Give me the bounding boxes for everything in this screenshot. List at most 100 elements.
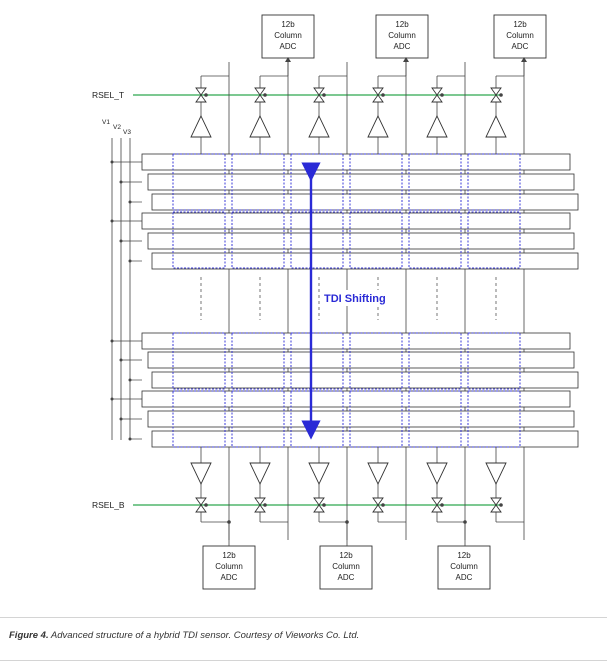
top-source-follower-buffer	[249, 114, 271, 138]
bottom-ccd-row	[141, 390, 571, 408]
bottom-switch-dot	[499, 503, 503, 507]
phase-tap-dot	[128, 259, 132, 263]
bottom-ccd-row	[147, 410, 575, 428]
bottom-adc-junction-dot	[345, 520, 349, 524]
bottom-switch-dot	[263, 503, 267, 507]
bottom-select-switch	[313, 497, 325, 513]
top-ccd-row	[151, 193, 579, 211]
bottom-ccd-row	[151, 430, 579, 448]
top-select-switch	[313, 87, 325, 103]
readout-components-layer	[190, 75, 524, 523]
bottom-source-follower-buffer	[367, 462, 389, 486]
hybrid-tdi-sensor-diagram: RSEL_T RSEL_B V1 V2 V3 TDI Shifting 12bC…	[92, 14, 579, 590]
pixel-block	[231, 211, 285, 269]
top-switch-dot	[204, 93, 208, 97]
pixel-block	[408, 153, 462, 211]
figure-caption: Figure 4. Advanced structure of a hybrid…	[0, 617, 607, 661]
bottom-adc-1-label-line: ADC	[221, 573, 238, 582]
caption-body: Advanced structure of a hybrid TDI senso…	[48, 630, 360, 641]
pixel-block	[408, 211, 462, 269]
phase-tap-dot	[110, 219, 114, 223]
top-ccd-row	[141, 153, 571, 171]
pixel-block	[172, 153, 226, 211]
caption-text: Figure 4. Advanced structure of a hybrid…	[9, 630, 359, 641]
top-adc-3-label-line: 12b	[513, 20, 527, 29]
phase-tap-dot	[128, 378, 132, 382]
bottom-adc-2-label-line: ADC	[338, 573, 355, 582]
pixel-block	[349, 332, 403, 390]
top-adc-1-box	[261, 14, 315, 59]
phase-v2-label: V2	[113, 124, 121, 131]
bottom-adc-2-label-line: 12b	[339, 551, 353, 560]
top-ccd-row	[147, 173, 575, 191]
pixel-block	[467, 332, 521, 390]
bottom-adc-3-label-line: 12b	[457, 551, 471, 560]
top-adc-arrow	[521, 57, 527, 62]
pixel-block	[408, 390, 462, 448]
phase-tap-dot	[110, 160, 114, 164]
caption-label: Figure 4.	[9, 630, 49, 641]
bottom-adc-3-label-line: ADC	[456, 573, 473, 582]
bottom-select-switch	[254, 497, 266, 513]
wires-layer	[110, 62, 525, 540]
pixel-block	[231, 332, 285, 390]
labels-layer: RSEL_T RSEL_B V1 V2 V3 TDI Shifting	[92, 90, 390, 510]
bottom-switch-dot	[381, 503, 385, 507]
phase-tap-dot	[119, 239, 123, 243]
top-switch-dot	[322, 93, 326, 97]
top-select-switch	[431, 87, 443, 103]
top-ccd-row	[147, 232, 575, 250]
top-adc-1-label-line: 12b	[281, 20, 295, 29]
top-adc-3-label-line: Column	[506, 31, 534, 40]
bottom-source-follower-buffer	[308, 462, 330, 486]
pixel-block	[172, 211, 226, 269]
top-source-follower-buffer	[485, 114, 507, 138]
top-switch-dot	[499, 93, 503, 97]
top-select-switch	[490, 87, 502, 103]
bottom-switch-dot	[440, 503, 444, 507]
top-source-follower-buffer	[190, 114, 212, 138]
pixel-block	[467, 153, 521, 211]
bottom-adc-3-box	[437, 545, 491, 590]
top-adc-3-label-line: ADC	[512, 42, 529, 51]
bottom-select-switch	[490, 497, 502, 513]
bottom-adc-1-box	[202, 545, 256, 590]
pixel-block	[408, 332, 462, 390]
top-switch-dot	[440, 93, 444, 97]
phase-tap-dot	[119, 417, 123, 421]
top-ccd-row	[151, 252, 579, 270]
pixel-block	[467, 390, 521, 448]
top-select-switch	[254, 87, 266, 103]
top-source-follower-buffer	[426, 114, 448, 138]
rsel-bottom-label: RSEL_B	[92, 500, 125, 510]
phase-tap-dot	[119, 358, 123, 362]
bottom-select-switch	[195, 497, 207, 513]
bottom-switch-dot	[204, 503, 208, 507]
phase-tap-dot	[110, 397, 114, 401]
top-adc-3-box	[493, 14, 547, 59]
bottom-source-follower-buffer	[485, 462, 507, 486]
pixel-block	[231, 390, 285, 448]
pixel-grid-layer	[172, 153, 521, 448]
top-switch-dot	[381, 93, 385, 97]
phase-v3-label: V3	[123, 129, 131, 136]
tdi-shifting-label: TDI Shifting	[324, 293, 386, 305]
bottom-adc-1-label-line: Column	[215, 562, 243, 571]
pixel-block	[231, 153, 285, 211]
pixel-block	[172, 332, 226, 390]
pixel-block	[349, 211, 403, 269]
top-adc-arrow	[285, 57, 291, 62]
bottom-select-switch	[431, 497, 443, 513]
top-adc-arrow	[403, 57, 409, 62]
bottom-ccd-row	[147, 351, 575, 369]
bottom-adc-2-label-line: Column	[332, 562, 360, 571]
top-adc-1-label-line: ADC	[280, 42, 297, 51]
top-select-switch	[372, 87, 384, 103]
phase-v1-label: V1	[102, 119, 110, 126]
phase-tap-dot	[128, 200, 132, 204]
bottom-source-follower-buffer	[426, 462, 448, 486]
bottom-ccd-row	[141, 332, 571, 350]
bottom-adc-1-label-line: 12b	[222, 551, 236, 560]
bottom-adc-junction-dot	[463, 520, 467, 524]
top-source-follower-buffer	[308, 114, 330, 138]
